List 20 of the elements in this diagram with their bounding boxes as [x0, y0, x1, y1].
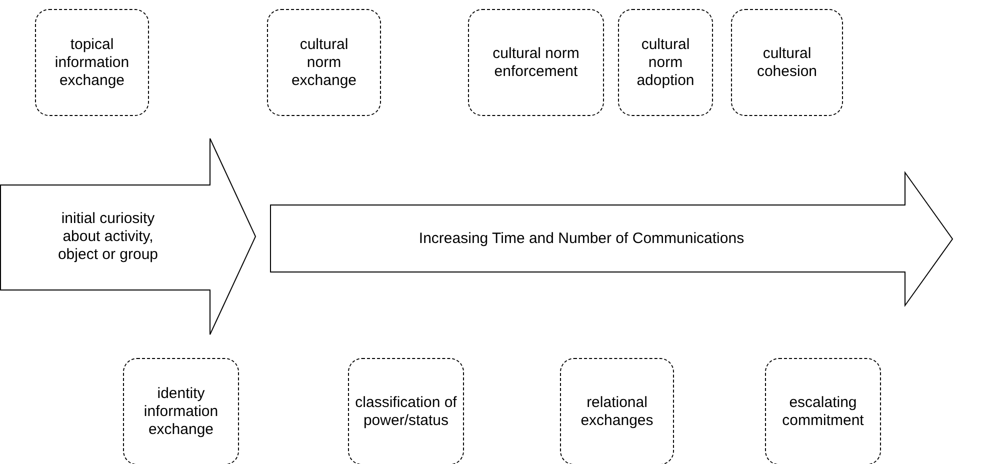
- dashed-box: [468, 9, 604, 116]
- dashed-box: [267, 9, 381, 116]
- box-label: classification of power/status: [354, 394, 458, 430]
- box-label: identity information exchange: [142, 384, 220, 438]
- arrow-label: Increasing Time and Number of Communications: [418, 230, 744, 248]
- box-label: cultural norm exchange: [290, 36, 358, 90]
- box-label: topical information exchange: [54, 36, 130, 90]
- box-label: escalating commitment: [781, 394, 865, 430]
- dashed-box: [731, 9, 843, 116]
- box-label: cultural norm enforcement: [492, 44, 580, 80]
- arrow-label: initial curiosity about activity, object or group: [56, 210, 160, 264]
- box-label: relational exchanges: [580, 394, 654, 430]
- dashed-box: [618, 9, 713, 116]
- dashed-box: [348, 358, 464, 464]
- dashed-box: [35, 9, 149, 116]
- dashed-box: [560, 358, 674, 464]
- box-label: cultural cohesion: [756, 44, 818, 80]
- dashed-box: [123, 358, 239, 464]
- box-label: cultural norm adoption: [636, 36, 696, 90]
- dashed-box: [765, 358, 881, 464]
